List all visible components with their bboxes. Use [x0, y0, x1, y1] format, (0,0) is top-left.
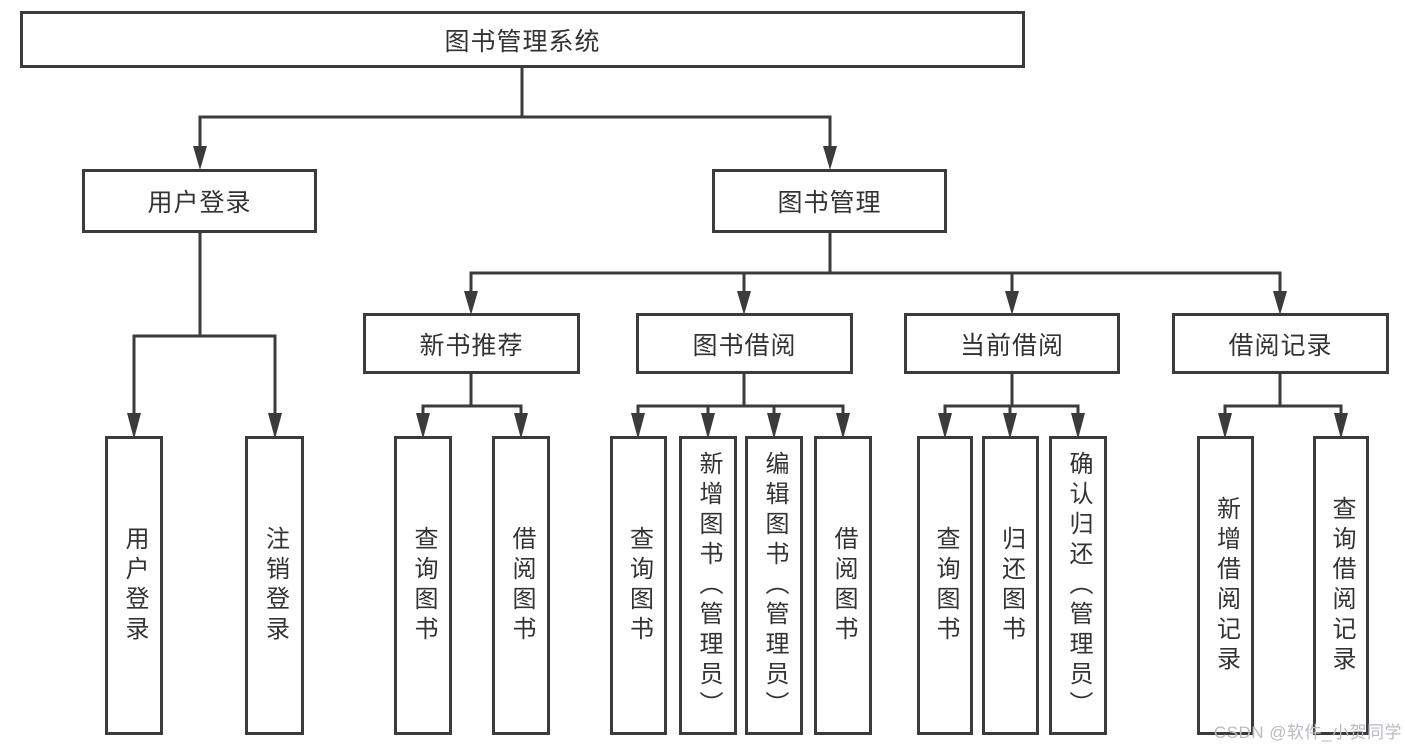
leaf-label: 新增图书（管理员） — [695, 450, 722, 721]
node-label: 图书借阅 — [692, 331, 797, 360]
node-label: 图书管理系统 — [444, 27, 601, 56]
leaf-query-books-recommend: 查询图书 — [394, 436, 452, 735]
leaf-label: 注销登录 — [261, 525, 289, 646]
leaf-label: 确认归还（管理员） — [1065, 450, 1092, 721]
leaf-query-books-borrow: 查询图书 — [610, 436, 667, 735]
leaf-add-borrow-record: 新增借阅记录 — [1197, 436, 1254, 735]
leaf-edit-book-admin: 编辑图书（管理员） — [745, 436, 803, 735]
node-borrowing-records: 借阅记录 — [1172, 313, 1389, 374]
node-book-borrowing: 图书借阅 — [636, 313, 853, 374]
node-label: 借阅记录 — [1228, 331, 1333, 360]
node-label: 新书推荐 — [419, 331, 524, 360]
node-label: 用户登录 — [147, 189, 252, 217]
node-user-login: 用户登录 — [82, 169, 317, 233]
leaf-label: 借阅图书 — [508, 525, 535, 646]
leaf-user-login: 用户登录 — [105, 436, 163, 735]
node-current-borrowing: 当前借阅 — [904, 313, 1120, 374]
node-label: 当前借阅 — [959, 331, 1064, 360]
leaf-label: 编辑图书（管理员） — [761, 450, 788, 721]
watermark: CSDN @软件_小贺同学 — [1213, 723, 1402, 742]
leaf-label: 归还图书 — [997, 525, 1025, 646]
leaf-borrow-books: 借阅图书 — [814, 436, 872, 735]
leaf-add-book-admin: 新增图书（管理员） — [679, 436, 737, 735]
node-library-management-system: 图书管理系统 — [20, 11, 1025, 68]
leaf-borrow-books-recommend: 借阅图书 — [492, 436, 550, 735]
leaf-confirm-return-admin: 确认归还（管理员） — [1049, 436, 1107, 735]
leaf-query-books-current: 查询图书 — [917, 436, 973, 735]
leaf-return-book: 归还图书 — [982, 436, 1039, 735]
leaf-label: 查询图书 — [932, 525, 959, 646]
node-book-management: 图书管理 — [712, 169, 947, 233]
leaf-label: 查询借阅记录 — [1328, 495, 1355, 676]
node-label: 图书管理 — [777, 189, 882, 217]
leaf-query-borrow-record: 查询借阅记录 — [1313, 436, 1369, 735]
leaf-label: 新增借阅记录 — [1212, 495, 1240, 676]
leaf-label: 用户登录 — [121, 525, 148, 646]
node-new-book-recommendation: 新书推荐 — [363, 313, 580, 374]
leaf-logout-login: 注销登录 — [245, 436, 304, 735]
leaf-label: 查询图书 — [410, 525, 437, 646]
leaf-label: 借阅图书 — [830, 525, 857, 646]
leaf-label: 查询图书 — [625, 525, 653, 646]
